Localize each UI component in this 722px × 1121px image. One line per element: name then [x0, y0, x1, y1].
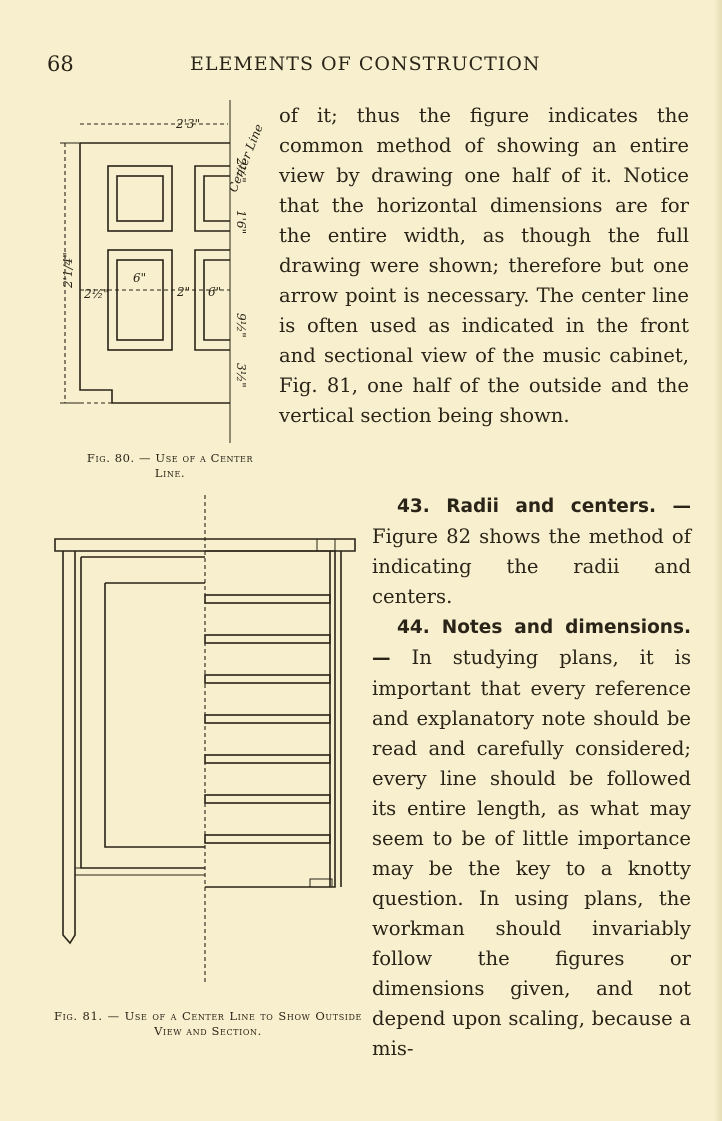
cabinet-leg: [62, 551, 76, 945]
upper-left-panel: [107, 165, 173, 232]
door-outline: [79, 142, 230, 404]
body-paragraph-1: of it; thus the figure indicates the com…: [279, 104, 689, 427]
page-number: 68: [47, 52, 74, 76]
lower-left-panel: [107, 249, 173, 351]
figure-81-caption: Fig. 81. — Use of a Center Line to Show …: [54, 1009, 362, 1038]
cabinet-section: [205, 550, 336, 888]
panel-dimension: 6": [133, 271, 146, 285]
running-head: 68 ELEMENTS OF CONSTRUCTION: [0, 50, 722, 80]
section-44: 44. Notes and dimensions. — In studying …: [372, 612, 691, 1064]
running-title: ELEMENTS OF CONSTRUCTION: [190, 53, 541, 75]
mid-stile-dimension: 2": [176, 285, 190, 299]
section-43: 43. Radii and centers. — Figure 82 shows…: [372, 491, 691, 612]
section-44-text: In studying plans, it is important that …: [372, 646, 692, 1060]
right-dimension-2: 9½": [234, 313, 248, 338]
height-dimension: 2'1/4": [61, 252, 75, 289]
section-43-text: Figure 82 shows the method of indicating…: [372, 525, 691, 608]
figure-80-door-drawing: 2'3" 2'1/4" 2½" 6" 2" 6" 2½" Center Line…: [60, 100, 266, 443]
cabinet-face-frame: [80, 556, 205, 869]
bottom-dimension: 3½": [234, 363, 248, 388]
shelves: [204, 594, 331, 844]
section-44-heading: 44. Notes and dimensions. —: [372, 617, 691, 669]
section-43-heading: 43. Radii and centers. —: [397, 496, 691, 517]
figure-81-cabinet-drawing: [54, 495, 356, 985]
top-dimension: 2½": [234, 157, 248, 183]
right-dimension-1: 1'6": [234, 210, 248, 234]
right-panel-dimension: 6": [208, 285, 221, 299]
page-edge: [714, 0, 722, 1121]
stile-dimension: 2½": [83, 287, 109, 301]
cabinet-door: [104, 582, 205, 848]
upper-right-panel: [194, 165, 230, 232]
lower-right-panel: [194, 249, 230, 351]
figure-80-caption: Fig. 80. — Use of a Center Line.: [86, 451, 254, 480]
width-dimension: 2'3": [175, 117, 200, 131]
body-sections: 43. Radii and centers. — Figure 82 shows…: [372, 491, 691, 1064]
center-line-label: Center Line: [226, 122, 266, 194]
cabinet-top: [54, 538, 356, 552]
